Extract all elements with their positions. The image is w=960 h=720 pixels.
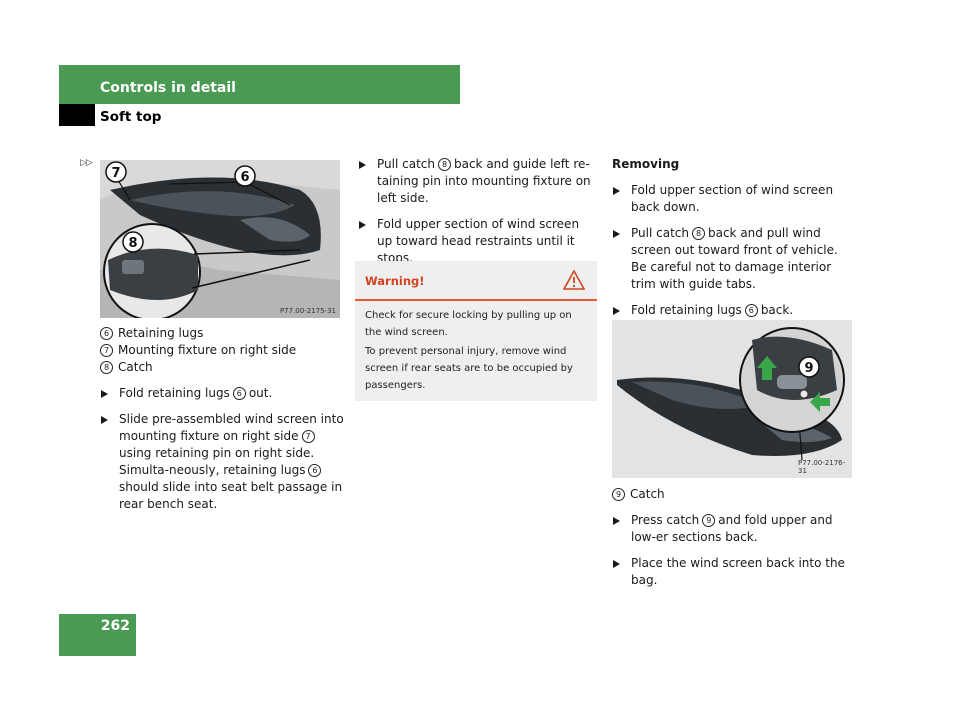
legend-text: Retaining lugs xyxy=(118,326,204,340)
bullet-arrow-icon xyxy=(101,416,108,424)
legend-number: 8 xyxy=(100,361,113,374)
header-band xyxy=(59,65,460,104)
callout-6: 6 xyxy=(240,170,249,185)
step-text: Fold retaining lugs xyxy=(119,386,230,400)
section-heading: Removing xyxy=(612,157,680,171)
figure-code: P77.00-2175-31 xyxy=(279,307,336,315)
step-text: using retaining pin on right side. Simul… xyxy=(119,446,315,477)
bullet-arrow-icon xyxy=(613,517,620,525)
inline-number: 7 xyxy=(301,430,315,443)
legend-item: 8 Catch xyxy=(100,359,345,376)
legend-number: 6 xyxy=(100,327,113,340)
step-text: back and guide left re-taining pin into … xyxy=(377,157,591,205)
inline-number: 6 xyxy=(308,464,322,477)
figure-windscreen-install: 7 6 8 P77.00-2175-31 xyxy=(100,160,340,318)
legend-text: Mounting fixture on right side xyxy=(118,343,297,357)
step-text: Slide pre-assembled wind screen into mou… xyxy=(119,412,344,443)
callout-9: 9 xyxy=(804,361,813,376)
bullet-arrow-icon xyxy=(613,307,620,315)
step-text: Fold upper section of wind screen up tow… xyxy=(377,217,580,265)
callout-7: 7 xyxy=(111,166,120,181)
step-text: Place the wind screen back into the bag. xyxy=(631,556,845,587)
step-text: back and pull wind screen out toward fro… xyxy=(631,226,838,291)
column-1: 6 Retaining lugs 7 Mounting fixture on r… xyxy=(100,325,345,513)
continued-marker: ▷▷ xyxy=(80,158,93,168)
step-text: should slide into seat belt passage in r… xyxy=(119,480,343,511)
bullet-arrow-icon xyxy=(359,221,366,229)
legend-item: 6 Retaining lugs xyxy=(100,325,345,342)
inline-number: 6 xyxy=(232,387,246,400)
instruction-step: Fold upper section of wind screen back d… xyxy=(612,182,857,216)
instruction-step: Slide pre-assembled wind screen into mou… xyxy=(100,411,345,513)
warning-body: Check for secure locking by pulling up o… xyxy=(355,301,597,402)
callout-8: 8 xyxy=(128,236,137,251)
legend-item: 7 Mounting fixture on right side xyxy=(100,342,345,359)
legend-number: 9 xyxy=(612,488,625,501)
subsection-title: Soft top xyxy=(100,109,162,125)
inline-number: 6 xyxy=(744,304,758,317)
bullet-arrow-icon xyxy=(613,230,620,238)
column-3: Removing Fold upper section of wind scre… xyxy=(612,156,857,319)
step-text: Press catch xyxy=(631,513,700,527)
step-text: Fold upper section of wind screen back d… xyxy=(631,183,834,214)
step-text: back. xyxy=(760,303,794,317)
bullet-arrow-icon xyxy=(101,390,108,398)
warning-text: Check for secure locking by pulling up o… xyxy=(365,310,572,338)
instruction-step: Place the wind screen back into the bag. xyxy=(612,555,857,589)
legend-item: 9 Catch xyxy=(612,486,857,503)
bullet-arrow-icon xyxy=(359,161,366,169)
legend-text: Catch xyxy=(630,487,665,501)
instruction-step: Fold upper section of wind screen up tow… xyxy=(358,216,598,267)
inline-number: 8 xyxy=(691,227,705,240)
inline-number: 8 xyxy=(437,158,451,171)
figure-windscreen-removal: 9 P77.00-2176-31 xyxy=(612,320,852,478)
figure-code: P77.00-2176-31 xyxy=(798,459,846,475)
step-text: out. xyxy=(248,386,273,400)
step-text: Fold retaining lugs xyxy=(631,303,742,317)
windscreen-illustration: 7 6 8 xyxy=(100,160,340,318)
legend-text: Catch xyxy=(118,360,153,374)
page-number-box: 262 xyxy=(59,614,136,656)
catch-illustration: 9 xyxy=(612,320,852,478)
figure-legend: 6 Retaining lugs 7 Mounting fixture on r… xyxy=(100,325,345,376)
section-title: Controls in detail xyxy=(100,80,236,96)
warning-header: Warning! xyxy=(355,261,597,301)
header-tab xyxy=(59,104,95,126)
inline-number: 9 xyxy=(702,514,716,527)
bullet-arrow-icon xyxy=(613,187,620,195)
legend-number: 7 xyxy=(100,344,113,357)
step-text: Pull catch xyxy=(377,157,435,171)
bullet-arrow-icon xyxy=(613,560,620,568)
step-text: Pull catch xyxy=(631,226,689,240)
step-text: and fold upper and low-er sections back. xyxy=(631,513,833,544)
warning-box: Warning! Check for secure locking by pul… xyxy=(355,261,597,401)
page-number: 262 xyxy=(100,618,130,634)
warning-text: To prevent personal injury, remove wind … xyxy=(365,346,573,391)
warning-title: Warning! xyxy=(365,274,425,288)
warning-triangle-icon xyxy=(562,269,586,294)
